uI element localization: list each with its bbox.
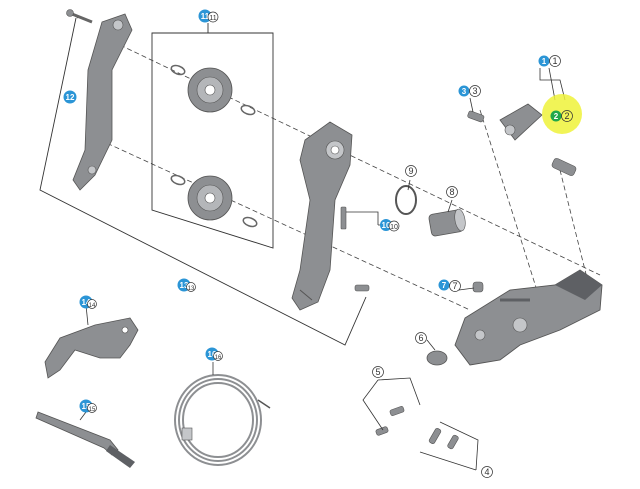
callout-10: 10 10: [380, 219, 400, 232]
callout-4-number: 4: [484, 467, 489, 477]
callout-1-number: 1: [552, 56, 557, 66]
callout-4: 4: [481, 466, 493, 478]
cage-bolts: [340, 206, 370, 292]
callout-15-number: 15: [89, 407, 96, 413]
callout-3-number: 3: [472, 86, 477, 96]
item-4-bolts: [419, 421, 479, 471]
item-6-bushing: [426, 350, 448, 366]
callout-15-badge-text: 15: [82, 402, 91, 411]
callout-11-badge-text: 11: [201, 12, 210, 21]
lower-pulley: [170, 174, 258, 228]
callout-8: 8: [446, 186, 458, 198]
callout-10-number: 10: [390, 224, 398, 231]
item-14-guard: [44, 317, 139, 379]
callout-5-number: 5: [375, 367, 380, 377]
item-7-bolt: [472, 281, 484, 293]
callout-2-number: 2: [564, 111, 569, 121]
callout-12-badge-text: 12: [66, 93, 75, 102]
item-1-pin: [551, 158, 577, 176]
callout-13-number: 13: [188, 286, 195, 292]
callout-6-number: 6: [418, 333, 423, 343]
callout-16: 16 16: [205, 347, 223, 361]
callout-2-badge-text: 2: [554, 112, 559, 121]
callout-11: 11 11: [198, 9, 219, 23]
callout-12: 12: [63, 90, 77, 104]
callout-3-badge-text: 3: [462, 87, 467, 96]
item-16-cable: [174, 374, 271, 466]
callout-9: 9: [405, 165, 417, 177]
callout-5: 5: [372, 366, 384, 378]
item-8-bushing: [428, 208, 466, 237]
callout-10-badge-text: 10: [382, 221, 391, 230]
derailleur-body: [454, 269, 603, 366]
item-5-screws: [362, 377, 421, 436]
callout-14-number: 14: [89, 303, 96, 309]
callout-14-badge-text: 14: [82, 298, 91, 307]
outer-cage-plate: [66, 9, 133, 191]
item-2-link: [499, 103, 543, 141]
callout-16-badge-text: 16: [208, 350, 217, 359]
item-9-ring: [395, 185, 417, 215]
callout-1: 1 1: [538, 55, 561, 67]
inner-cage-plate: [291, 121, 353, 311]
callout-14: 14 14: [79, 295, 97, 309]
upper-pulley: [170, 64, 256, 116]
callout-8-number: 8: [449, 187, 454, 197]
callout-6: 6: [415, 332, 427, 344]
item-3-screw: [467, 110, 485, 123]
callout-13-badge-text: 13: [180, 281, 189, 290]
callout-2: 2 2: [550, 110, 573, 122]
callout-leader-lines: [79, 67, 566, 421]
callout-9-number: 9: [408, 166, 413, 176]
callout-15: 15 15: [79, 399, 97, 413]
callout-16-number: 16: [215, 355, 222, 361]
callout-1-badge-text: 1: [542, 57, 547, 66]
callout-7-badge-text: 7: [442, 281, 447, 290]
callout-11-number: 11: [209, 15, 216, 22]
pulley-set-box: [151, 23, 274, 249]
callout-3: 3 3: [458, 85, 481, 97]
callout-7-number: 7: [452, 281, 457, 291]
item-15-tool: [35, 411, 135, 468]
callout-13: 13 13: [177, 278, 196, 292]
callout-7: 7 7: [438, 279, 461, 292]
